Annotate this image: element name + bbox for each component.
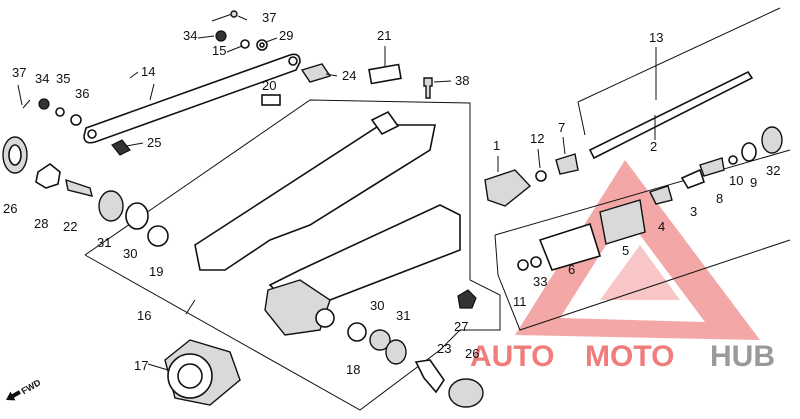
watermark-brand: AUTO MOTO HUB bbox=[470, 340, 775, 373]
callout-9: 9 bbox=[750, 175, 757, 190]
torque-link-arm bbox=[83, 53, 301, 144]
callout-32: 32 bbox=[766, 163, 780, 178]
callout-19: 19 bbox=[149, 264, 163, 279]
callout-33: 33 bbox=[533, 274, 547, 289]
callout-18: 18 bbox=[346, 362, 360, 377]
fwd-label: FWD bbox=[20, 377, 43, 396]
callout-7: 7 bbox=[558, 120, 565, 135]
watermark-auto: AUTO bbox=[470, 340, 554, 373]
callout-26: 26 bbox=[465, 346, 479, 361]
drive-shaft-assembly bbox=[484, 70, 783, 271]
callout-30: 30 bbox=[123, 246, 137, 261]
watermark-triangle-logo bbox=[515, 160, 760, 340]
callout-12: 12 bbox=[530, 131, 544, 146]
callout-16: 16 bbox=[137, 308, 151, 323]
callout-25: 25 bbox=[147, 135, 161, 150]
watermark-moto: MOTO bbox=[585, 340, 674, 373]
callout-5: 5 bbox=[622, 243, 629, 258]
callout-3: 3 bbox=[690, 204, 697, 219]
callout-37: 37 bbox=[262, 10, 276, 25]
callout-28: 28 bbox=[34, 216, 48, 231]
callout-15: 15 bbox=[212, 43, 226, 58]
callout-38: 38 bbox=[455, 73, 469, 88]
forward-direction-marker: FWD bbox=[6, 377, 43, 401]
lower-hardware bbox=[347, 289, 484, 408]
callout-6: 6 bbox=[568, 262, 575, 277]
leader-lines bbox=[22, 15, 657, 371]
callout-29: 29 bbox=[279, 28, 293, 43]
callout-36: 36 bbox=[75, 86, 89, 101]
callout-20: 20 bbox=[262, 78, 276, 93]
callout-31: 31 bbox=[97, 235, 111, 250]
callout-10: 10 bbox=[729, 173, 743, 188]
assembly-frame-lines bbox=[84, 7, 791, 411]
swingarm-body bbox=[194, 110, 461, 336]
upper-hardware bbox=[17, 10, 433, 156]
callout-31: 31 bbox=[396, 308, 410, 323]
callout-22: 22 bbox=[63, 219, 77, 234]
callout-34: 34 bbox=[35, 71, 49, 86]
callout-11: 11 bbox=[513, 294, 527, 309]
callout-27: 27 bbox=[454, 319, 468, 334]
callout-17: 17 bbox=[134, 358, 148, 373]
callout-1: 1 bbox=[493, 138, 500, 153]
rubber-boot bbox=[164, 339, 241, 406]
callout-14: 14 bbox=[141, 64, 155, 79]
callout-21: 21 bbox=[377, 28, 391, 43]
watermark-hub: HUB bbox=[710, 340, 775, 373]
callout-24: 24 bbox=[342, 68, 356, 83]
callout-2: 2 bbox=[650, 139, 657, 154]
callout-23: 23 bbox=[437, 341, 451, 356]
callout-4: 4 bbox=[658, 219, 665, 234]
left-axle-parts bbox=[2, 136, 169, 247]
callout-26: 26 bbox=[3, 201, 17, 216]
callout-13: 13 bbox=[649, 30, 663, 45]
callout-30: 30 bbox=[370, 298, 384, 313]
callout-8: 8 bbox=[716, 191, 723, 206]
callout-34: 34 bbox=[183, 28, 197, 43]
callout-35: 35 bbox=[56, 71, 70, 86]
callout-37: 37 bbox=[12, 65, 26, 80]
